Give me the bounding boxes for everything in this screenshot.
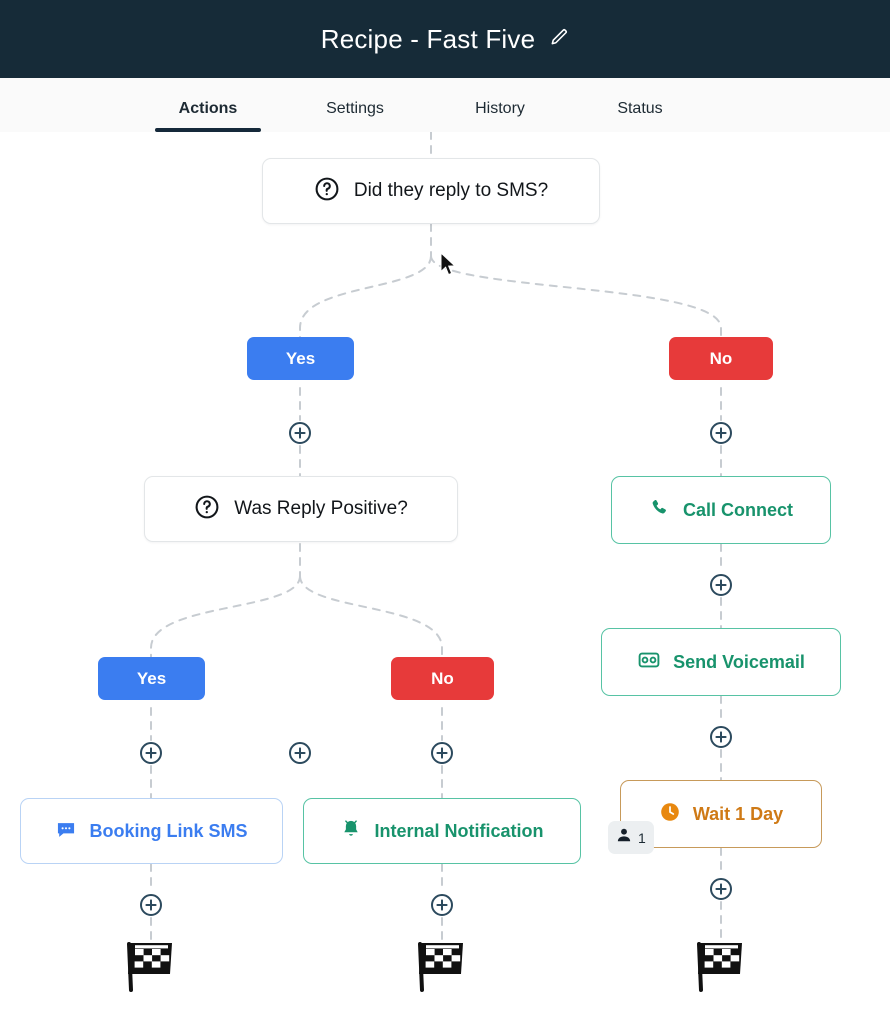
app-header: Recipe - Fast Five [0,0,890,78]
action-card-send-voicemail[interactable]: Send Voicemail [601,628,841,696]
end-marker-flag-1 [122,938,182,998]
action-label: Wait 1 Day [692,803,784,824]
action-card-booking-link-sms[interactable]: Booking Link SMS [20,798,283,864]
branch-pill-label: Yes [285,348,316,368]
decision-label: Was Reply Positive? [234,498,408,519]
action-label: Call Connect [682,499,793,520]
add-step-button-7[interactable] [709,725,733,749]
pencil-icon[interactable] [549,27,569,52]
people-count: 1 [638,829,646,846]
tab-bar: Actions Settings History Status [0,78,890,133]
end-marker-flag-3 [692,938,752,998]
mouse-cursor [440,251,458,283]
page-title: Recipe - Fast Five [320,23,536,54]
branch-pill-label: No [709,348,733,368]
people-count-badge[interactable]: 1 [608,821,654,854]
branch-pill-yes-1[interactable]: Yes [247,337,354,380]
branch-pill-yes-2[interactable]: Yes [98,657,205,700]
tab-actions[interactable]: Actions [155,100,261,132]
add-step-button-3[interactable] [709,573,733,597]
add-step-button-5[interactable] [139,741,163,765]
tab-settings[interactable]: Settings [326,100,384,117]
person-icon [615,826,633,849]
add-step-button-10[interactable] [709,877,733,901]
bell-icon [340,818,362,845]
question-circle-icon [194,494,220,525]
add-step-button-2[interactable] [709,421,733,445]
clock-icon [659,801,681,828]
voicemail-icon [637,648,661,677]
tab-history[interactable]: History [475,100,525,117]
end-marker-flag-2 [413,938,473,998]
decision-node-did-they-reply[interactable]: Did they reply to SMS? [262,158,600,224]
add-step-button-8[interactable] [139,893,163,917]
title-wrap: Recipe - Fast Five [321,24,570,55]
action-card-call-connect[interactable]: Call Connect [611,476,831,544]
decision-label: Did they reply to SMS? [353,180,549,201]
action-card-internal-notification[interactable]: Internal Notification [303,798,581,864]
add-step-button-1[interactable] [288,421,312,445]
branch-pill-no-2[interactable]: No [391,657,494,700]
branch-pill-label: No [431,668,454,688]
action-label: Booking Link SMS [89,820,248,841]
tab-status[interactable]: Status [617,100,663,117]
branch-pill-no-1[interactable]: No [669,337,773,380]
add-step-button-4[interactable] [288,741,312,765]
action-label: Send Voicemail [673,651,805,672]
add-step-button-9[interactable] [430,893,454,917]
decision-node-was-reply-positive[interactable]: Was Reply Positive? [144,476,458,542]
action-label: Internal Notification [374,820,544,841]
flow-canvas[interactable]: Did they reply to SMS? Yes No Was Reply … [0,132,890,1024]
add-step-button-6[interactable] [430,741,454,765]
phone-icon [649,497,671,524]
branch-pill-label: Yes [136,668,167,688]
sms-icon [55,818,77,845]
question-circle-icon [314,176,340,207]
